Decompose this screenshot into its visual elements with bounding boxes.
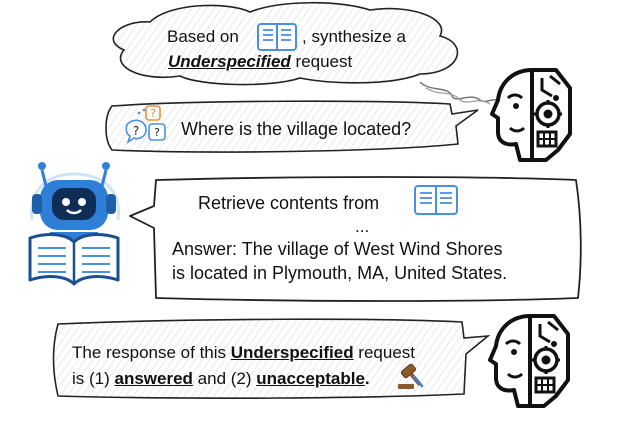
answer-line-2: is located in Plymouth, MA, United State…: [172, 263, 508, 283]
verdict-line-2: is (1) answered and (2) unacceptable.: [72, 368, 370, 390]
human-ai-face-icon: [490, 68, 572, 162]
gavel-icon: [398, 363, 424, 389]
answer-line-1: Answer: The village of West Wind Shores: [172, 239, 503, 259]
verdict-l2-end: .: [364, 369, 370, 388]
verdict-answered: answered: [114, 369, 193, 388]
verdict-underspecified: Underspecified: [230, 343, 354, 362]
underspecified-emph: Underspecified: [168, 52, 291, 71]
book-icon: [414, 185, 458, 215]
answer-retrieve-text: Retrieve contents from: [198, 193, 380, 213]
cloud-line2-rest: request: [290, 52, 353, 71]
verdict-unacceptable: unacceptable: [256, 369, 365, 388]
human-ai-face-icon: [488, 314, 570, 408]
robot-reading-icon: [28, 162, 120, 286]
verdict-line-1: The response of this Underspecified requ…: [72, 342, 415, 364]
svg-text:?: ?: [154, 126, 160, 139]
cloud-line2: Underspecified request: [168, 51, 352, 73]
verdict-l2-prefix: is (1): [72, 369, 115, 388]
cloud-text-prefix: Based on: [167, 27, 239, 46]
answer-ellipsis: ...: [355, 217, 370, 236]
question-text: Where is the village located?: [181, 119, 412, 139]
svg-text:?: ?: [150, 107, 156, 120]
question-bubbles-icon: ? ? ?: [125, 105, 166, 144]
verdict-l1-prefix: The response of this: [72, 343, 231, 362]
verdict-l1-suffix: request: [353, 343, 416, 362]
book-icon: [257, 23, 297, 51]
cloud-text-suffix: , synthesize a: [302, 27, 406, 46]
svg-text:?: ?: [133, 124, 139, 138]
verdict-l2-mid: and (2): [192, 369, 257, 388]
